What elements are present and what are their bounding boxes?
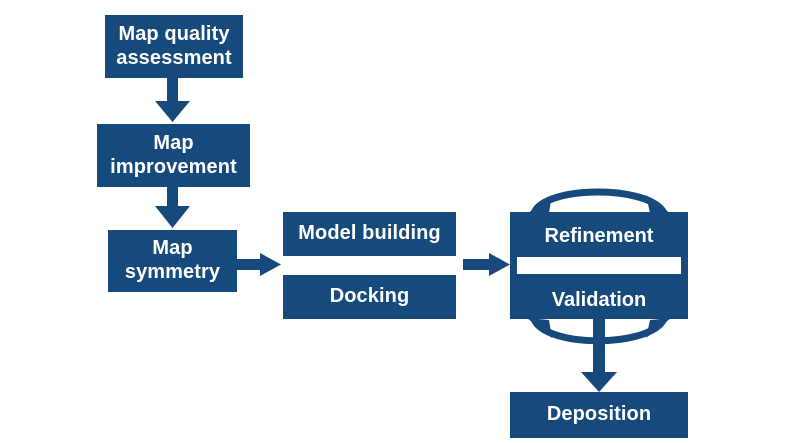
arrow-improvement-to-symmetry [155, 187, 190, 228]
node-map-improvement[interactable]: Map improvement [97, 124, 250, 187]
arc-top-cycle [527, 188, 671, 216]
node-map-quality-line2: assessment [116, 46, 232, 69]
node-map-symmetry-line2: symmetry [124, 261, 221, 283]
node-model-building-label: Model building [298, 222, 441, 245]
node-map-symmetry[interactable]: Map symmetry [108, 230, 237, 292]
arrow-validation-to-deposition [581, 319, 617, 392]
node-map-quality-line1: Map quality [118, 22, 230, 45]
node-map-quality-assessment[interactable]: Map quality assessment [105, 15, 243, 78]
node-refinement-label: Refinement [544, 225, 654, 247]
arrow-quality-to-improvement [155, 78, 190, 122]
arrow-symmetry-to-modelling [237, 253, 281, 276]
node-deposition-label: Deposition [546, 403, 652, 426]
arrow-modelling-to-refinement [463, 253, 510, 276]
arc-bottom-cycle [527, 316, 671, 345]
node-map-improvement-line1: Map [153, 131, 194, 154]
node-validation-label: Validation [551, 289, 647, 311]
node-docking[interactable]: Docking [283, 275, 456, 319]
node-docking-label: Docking [329, 285, 410, 308]
node-model-building[interactable]: Model building [283, 212, 456, 256]
node-map-improvement-line2: improvement [110, 155, 237, 178]
node-refinement-validation-group[interactable]: Refinement Validation [510, 212, 688, 319]
node-map-symmetry-line1: Map [152, 237, 193, 260]
node-deposition[interactable]: Deposition [510, 392, 688, 438]
refinement-validation-separator [517, 257, 681, 274]
